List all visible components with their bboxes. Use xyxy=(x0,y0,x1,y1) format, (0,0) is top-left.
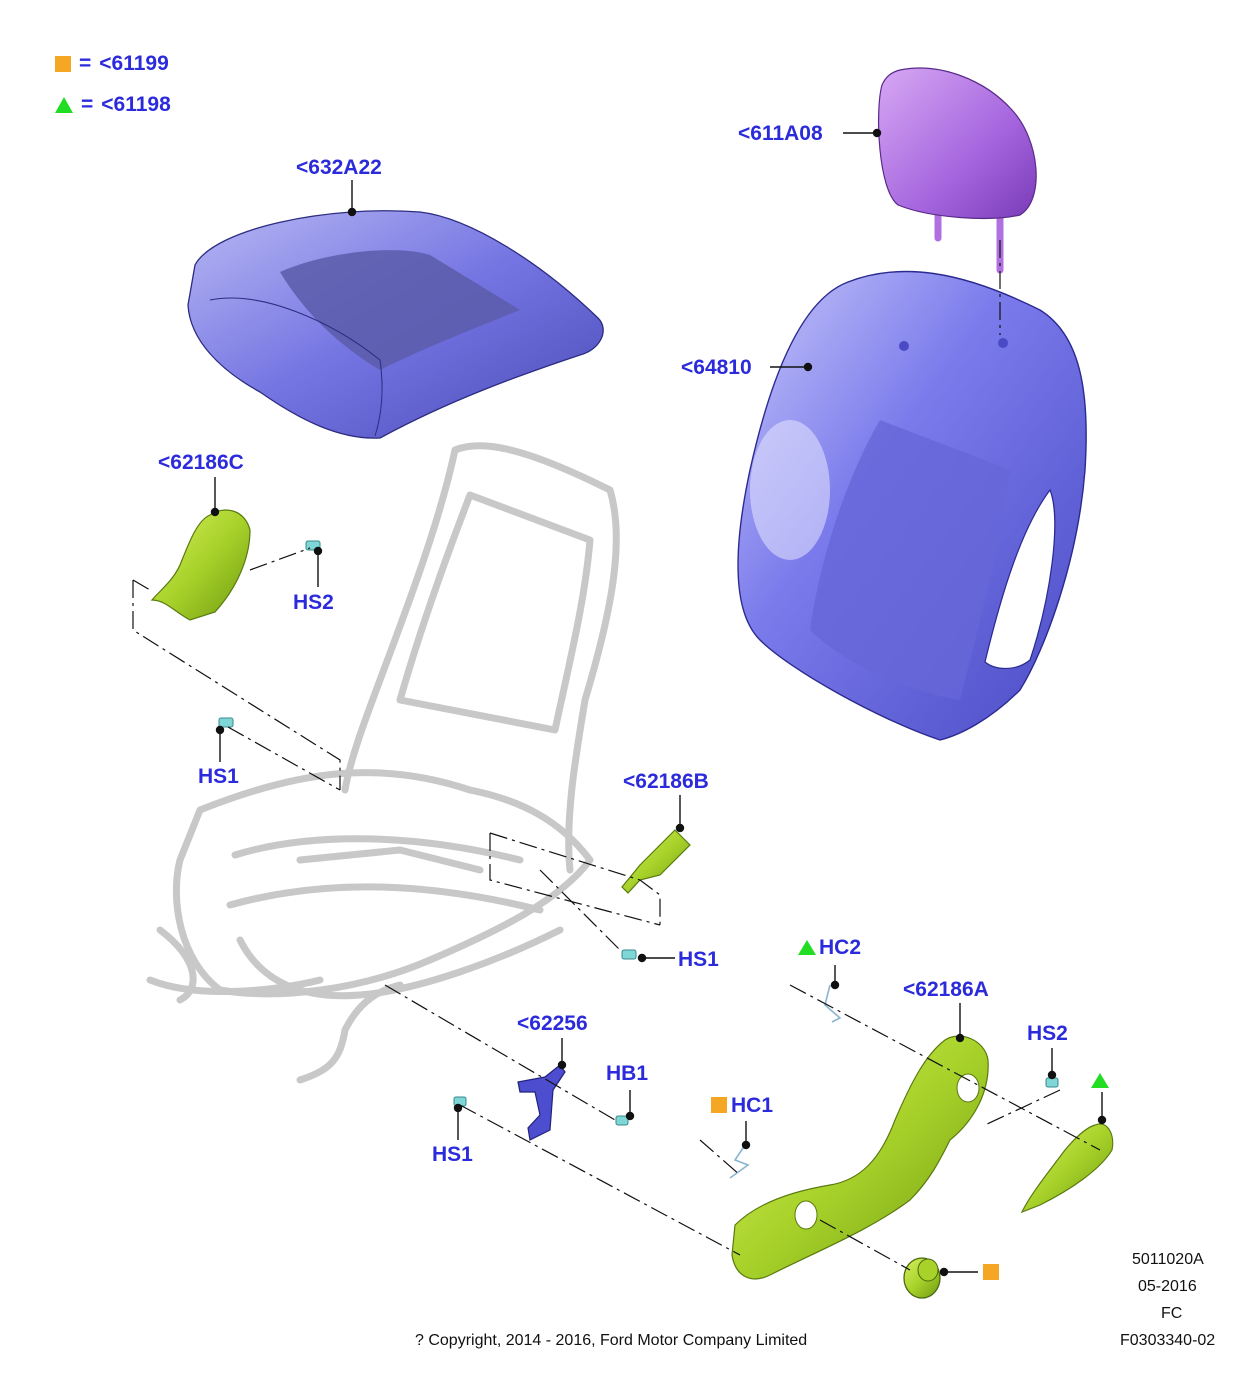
callout-hs1-left: HS1 xyxy=(198,765,239,788)
legend-square-text: <61199 xyxy=(99,52,169,75)
callout-hb1: HB1 xyxy=(606,1062,649,1085)
headrest-part xyxy=(877,67,1037,274)
doc-id: 5011020A xyxy=(1132,1251,1204,1268)
knob-part xyxy=(903,1257,941,1299)
callout-hs1-bottom: HS1 xyxy=(432,1143,473,1166)
callout-shield-b: <62186B xyxy=(623,770,709,793)
legend-item-triangle: = <61198 xyxy=(55,93,171,117)
callout-headrest: <611A08 xyxy=(738,122,823,145)
screw-icon xyxy=(621,949,637,960)
callout-hc2: HC2 xyxy=(819,936,862,959)
legend-item-square: = <61199 xyxy=(55,52,169,76)
bracket-part xyxy=(517,1064,566,1141)
screw-icon xyxy=(615,1115,629,1126)
assembly-guide-lines xyxy=(132,240,1101,1271)
shield-a-part xyxy=(731,1035,989,1280)
seat-frame-part xyxy=(146,442,620,1084)
callout-shield-c: <62186C xyxy=(158,451,244,474)
hc1-square-icon xyxy=(711,1097,727,1113)
shield-b-part xyxy=(621,829,691,894)
leader-lines xyxy=(210,128,1107,1277)
callout-cushion-pad: <632A22 xyxy=(296,156,382,179)
screw-icon xyxy=(1045,1077,1059,1088)
hc2-triangle-icon xyxy=(798,940,816,955)
shield-c-part xyxy=(150,509,251,621)
fasteners xyxy=(218,540,1059,1126)
callout-back-pad: <64810 xyxy=(681,356,752,379)
seat-cushion-part xyxy=(187,210,604,439)
callout-shield-a: <62186A xyxy=(903,978,989,1001)
recliner-handle-part xyxy=(1020,1123,1114,1214)
callout-hs2-upper: HS2 xyxy=(293,591,334,614)
seat-back-pad-part xyxy=(737,270,1087,741)
callout-hs1-mid: HS1 xyxy=(678,948,719,971)
green-triangle-icon xyxy=(55,97,73,113)
doc-code: FC xyxy=(1161,1305,1183,1322)
clips xyxy=(729,984,842,1179)
doc-date: 05-2016 xyxy=(1138,1278,1197,1295)
callout-bracket: <62256 xyxy=(517,1012,588,1035)
knob-square-icon xyxy=(983,1264,999,1280)
copyright-notice: ? Copyright, 2014 - 2016, Ford Motor Com… xyxy=(415,1332,808,1349)
orange-square-icon xyxy=(55,56,71,72)
screw-icon xyxy=(218,717,234,728)
legend-triangle-text: <61198 xyxy=(101,93,171,116)
callout-hc1: HC1 xyxy=(731,1094,774,1117)
handle-triangle-icon xyxy=(1091,1073,1109,1088)
callout-hs2-right: HS2 xyxy=(1027,1022,1068,1045)
figure-number: F0303340-02 xyxy=(1120,1332,1216,1349)
